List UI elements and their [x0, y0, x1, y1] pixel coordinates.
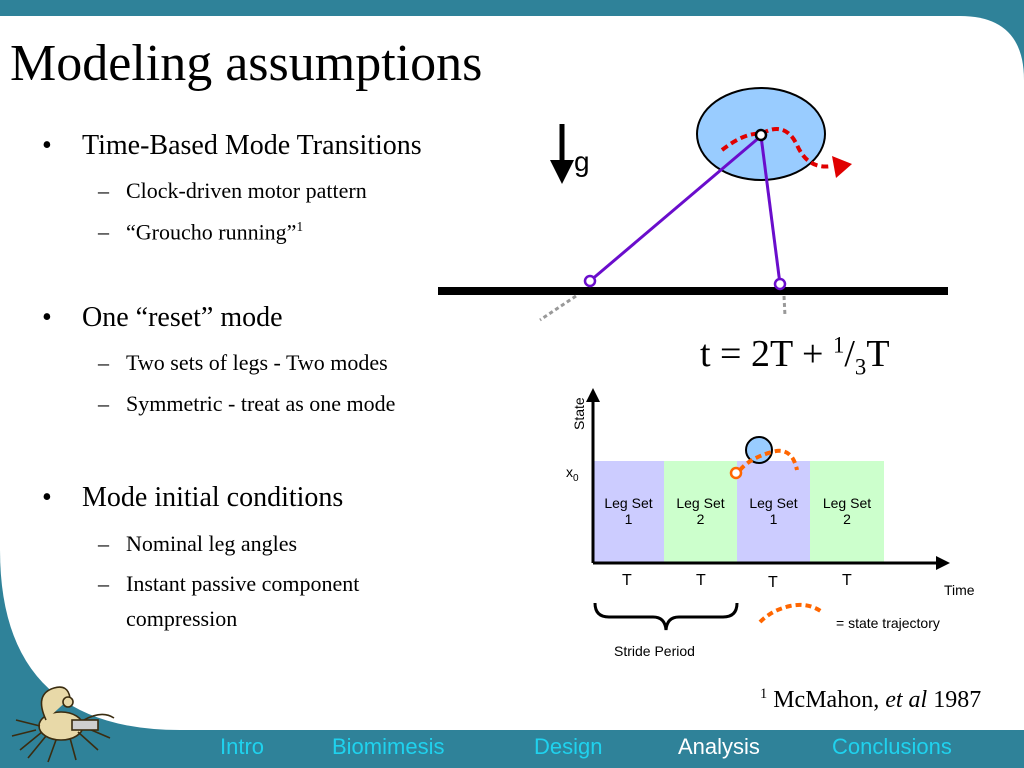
leg-right — [759, 135, 782, 285]
gravity-arrow-icon — [550, 124, 574, 184]
leg-extension-left — [539, 294, 577, 322]
sub-bullet-passive-compression: – Instant passive component — [98, 571, 360, 596]
nav-item-biomimesis[interactable]: Biomimesis — [332, 734, 445, 759]
state-ball — [745, 436, 773, 464]
nav-item-design[interactable]: Design — [534, 734, 603, 759]
hip-trajectory — [720, 126, 833, 169]
legend-trajectory-icon — [758, 602, 824, 624]
foot-right — [773, 277, 787, 291]
y-axis-label: State — [571, 397, 587, 430]
period-label-2: T — [696, 572, 706, 589]
nav-item-intro[interactable]: Intro — [220, 734, 265, 759]
footnote: 1 McMahon, et al 1987 — [760, 686, 982, 713]
nav-item-analysis[interactable]: Analysis — [678, 734, 760, 759]
x0-label: x0 — [566, 464, 579, 484]
timing-equation: t = 2T + 1/3T — [700, 332, 890, 380]
hip-joint — [754, 128, 768, 142]
bullet-reset-mode: • One “reset” mode — [42, 302, 283, 333]
period-label-4: T — [842, 572, 852, 589]
state-trajectory — [738, 448, 799, 472]
y-axis-arrow-icon — [586, 388, 600, 402]
sub-bullet-groucho-running: – “Groucho running”1 — [98, 219, 304, 245]
sub-bullet-leg-angles: – Nominal leg angles — [98, 531, 298, 556]
navigation-bar: Intro Biomimesis Design Analysis Conclus… — [0, 734, 1024, 764]
nav-item-conclusions[interactable]: Conclusions — [832, 734, 952, 759]
foot-left — [583, 274, 597, 288]
sub-bullet-clock-driven: – Clock-driven motor pattern — [98, 178, 367, 203]
stride-period-label: Stride Period — [614, 643, 695, 659]
x-axis-label: Time — [944, 582, 975, 598]
legend-label: = state trajectory — [836, 615, 940, 631]
scorpion-robot-logo — [11, 686, 115, 763]
period-label-1: T — [622, 572, 632, 589]
period-label-3: T — [768, 574, 778, 591]
bullet-time-based-transitions: • Time-Based Mode Transitions — [42, 130, 422, 161]
stride-brace — [593, 602, 739, 631]
sub-bullet-two-sets: – Two sets of legs - Two modes — [98, 350, 388, 375]
leg-left — [589, 134, 762, 283]
slide-title: Modeling assumptions — [10, 35, 483, 92]
trajectory-arrowhead-icon — [832, 156, 852, 178]
sub-bullet-symmetric: – Symmetric - treat as one mode — [98, 391, 396, 416]
x-axis-arrow-icon — [936, 556, 950, 570]
gravity-label: g — [574, 146, 590, 177]
trajectory-start-marker — [729, 466, 743, 480]
sub-bullet-passive-compression-cont: compression — [126, 606, 238, 631]
leg-extension-right — [782, 295, 787, 317]
bullet-initial-conditions: • Mode initial conditions — [42, 482, 344, 513]
